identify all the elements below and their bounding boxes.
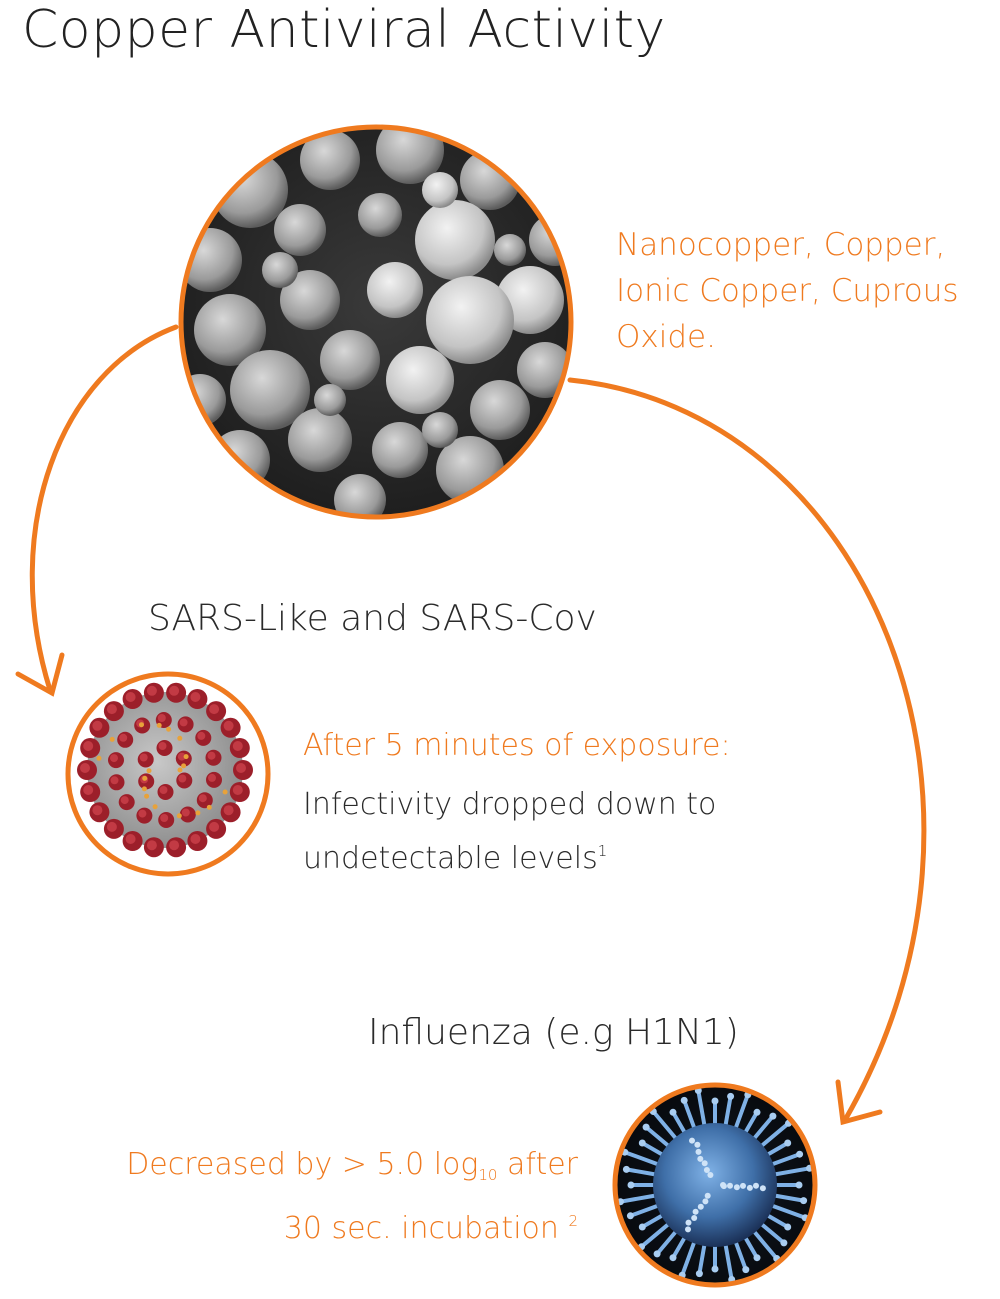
sars-virus-image <box>65 671 271 877</box>
influenza-footnote-ref: 2 <box>568 1212 578 1230</box>
sars-result-line2: undetectable levels <box>303 841 598 876</box>
sars-heading: SARS-Like and SARS-Cov <box>148 598 597 639</box>
page-title: Copper Antiviral Activity <box>22 0 666 60</box>
influenza-result: Decreased by > 5.0 log10 after 30 sec. i… <box>60 1142 578 1252</box>
sars-result: Infectivity dropped down to undetectable… <box>303 782 803 882</box>
copper-nanoparticles-image <box>178 124 574 520</box>
copper-forms-label: Nanocopper, Copper, Ionic Copper, Cuprou… <box>616 227 959 355</box>
influenza-result-line2: 30 sec. incubation <box>283 1211 559 1246</box>
sars-footnote-ref: 1 <box>597 842 608 860</box>
sars-result-line1: Infectivity dropped down to <box>303 787 717 822</box>
arrow-copper-to-sars <box>15 324 179 697</box>
arrow-copper-to-influenza <box>567 377 927 1126</box>
influenza-virus-image <box>612 1082 818 1288</box>
sars-exposure-label: After 5 minutes of exposure: <box>303 728 731 763</box>
influenza-result-suffix: after <box>497 1147 578 1182</box>
influenza-result-prefix: Decreased by > 5.0 log <box>126 1147 479 1182</box>
influenza-log-base: 10 <box>478 1166 498 1184</box>
influenza-heading: Influenza (e.g H1N1) <box>368 1012 739 1053</box>
